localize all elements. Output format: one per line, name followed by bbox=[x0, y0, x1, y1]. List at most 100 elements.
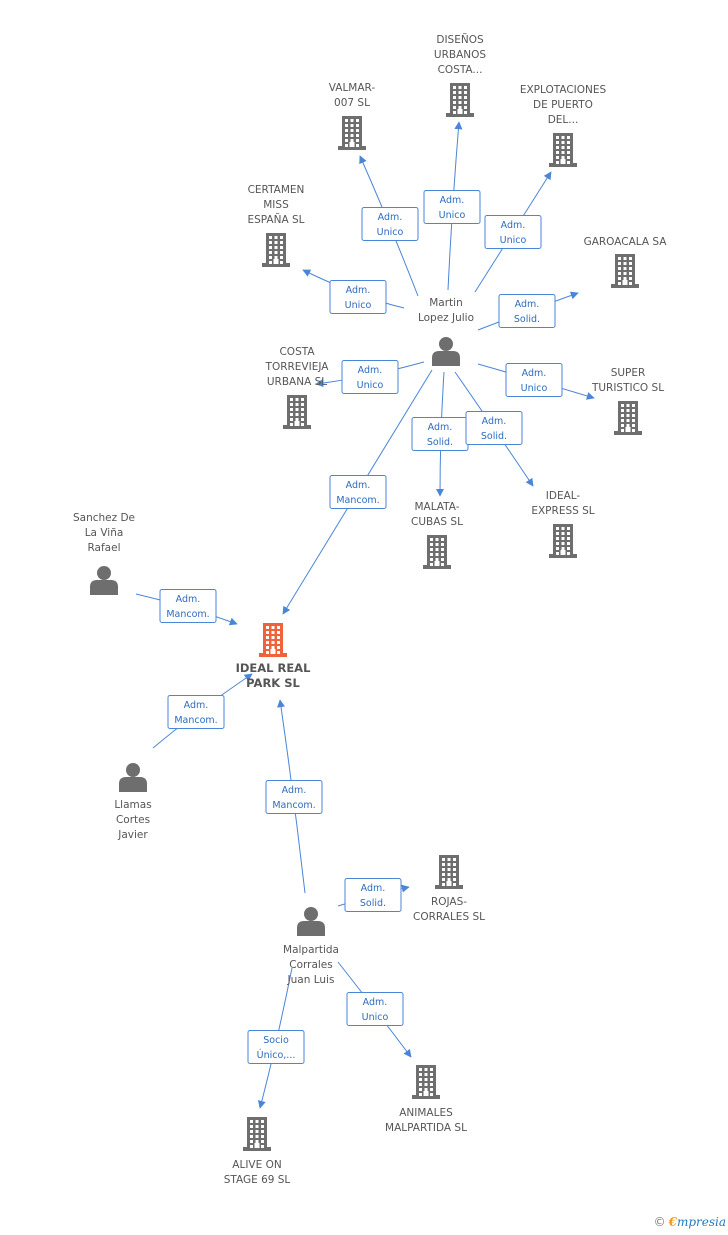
node-label: La Viña bbox=[85, 527, 124, 539]
node-label: COSTA bbox=[279, 346, 315, 358]
node-disenos[interactable]: DISEÑOSURBANOSCOSTA... bbox=[434, 33, 486, 117]
node-label: CUBAS SL bbox=[411, 516, 463, 528]
building-icon bbox=[283, 395, 311, 429]
node-costa_torrevieja[interactable]: COSTA TORREVIEJA URBANA SL bbox=[265, 346, 330, 429]
node-valmar[interactable]: VALMAR- 007 SL bbox=[329, 82, 376, 150]
edge-label-box bbox=[159, 589, 217, 623]
edge-label-malpartida-to-rojas[interactable]: Adm. Solid. bbox=[344, 878, 402, 912]
node-rojas[interactable]: ROJAS-CORRALES SL bbox=[413, 855, 485, 923]
edge-label-text: Adm. bbox=[184, 700, 209, 711]
building-icon bbox=[259, 623, 287, 657]
edge-label-martin-to-costa_torrevieja[interactable]: Adm. Unico bbox=[341, 360, 399, 394]
edge-label-martin-to-malata[interactable]: Adm.Solid. bbox=[411, 417, 469, 451]
node-label: 007 SL bbox=[334, 97, 370, 109]
edge-label-malpartida-to-animales[interactable]: Adm.Unico bbox=[346, 992, 404, 1026]
node-label: Martin bbox=[429, 297, 463, 309]
building-icon bbox=[614, 401, 642, 435]
edge-label-text: Mancom. bbox=[336, 495, 379, 506]
edge-label-martin-to-explotaciones[interactable]: Adm.Unico bbox=[484, 215, 542, 249]
edge-label-malpartida-to-alive[interactable]: SocioÚnico,... bbox=[247, 1030, 305, 1064]
edge-label-text: Adm. bbox=[358, 365, 383, 376]
node-label: Juan Luis bbox=[287, 974, 335, 986]
building-icon bbox=[435, 855, 463, 889]
edge-label-box bbox=[346, 992, 404, 1026]
node-label: CERTAMEN bbox=[248, 184, 305, 196]
edge-label-text: Único,... bbox=[257, 1049, 296, 1061]
edge-label-llamas-to-ideal_real_park[interactable]: Adm. Mancom. bbox=[167, 695, 225, 729]
edge-label-martin-to-certamen[interactable]: Adm.Unico bbox=[329, 280, 387, 314]
edge-label-text: Mancom. bbox=[166, 609, 209, 620]
node-label: COSTA... bbox=[438, 64, 483, 76]
edge-label-text: Solid. bbox=[481, 431, 507, 442]
edge-label-text: Adm. bbox=[515, 299, 540, 310]
node-animales[interactable]: ANIMALES MALPARTIDA SL bbox=[385, 1065, 467, 1134]
edge-label-box bbox=[329, 280, 387, 314]
node-label: ANIMALES bbox=[399, 1107, 453, 1119]
edge-label-martin-to-super_turistico[interactable]: Adm. Unico bbox=[505, 363, 563, 397]
building-icon bbox=[446, 83, 474, 117]
node-label: SUPER bbox=[611, 367, 646, 379]
edge-label-text: Unico bbox=[521, 383, 548, 394]
node-malata[interactable]: MALATA- CUBAS SL bbox=[411, 501, 463, 569]
node-label: ESPAÑA SL bbox=[247, 213, 304, 226]
edge-label-text: Adm. bbox=[522, 368, 547, 379]
building-icon bbox=[549, 133, 577, 167]
node-label: VALMAR- bbox=[329, 82, 376, 94]
node-label: TORREVIEJA bbox=[265, 361, 330, 373]
node-label: MALPARTIDA SL bbox=[385, 1122, 467, 1134]
node-label: Cortes bbox=[116, 814, 150, 826]
edge-label-martin-to-ideal_real_park[interactable]: Adm.Mancom. bbox=[329, 475, 387, 509]
edge-label-text: Solid. bbox=[360, 898, 386, 909]
node-label: Rafael bbox=[87, 542, 120, 554]
node-label: PARK SL bbox=[246, 676, 300, 690]
node-label: DEL... bbox=[548, 114, 579, 126]
node-alive[interactable]: ALIVE ON STAGE 69 SL bbox=[224, 1117, 291, 1186]
building-icon bbox=[549, 524, 577, 558]
node-label: Javier bbox=[117, 829, 148, 841]
edge-label-text: Adm. bbox=[176, 594, 201, 605]
edge-label-martin-to-garoacala[interactable]: Adm.Solid. bbox=[498, 294, 556, 328]
node-ideal_express[interactable]: IDEAL-EXPRESS SL bbox=[531, 490, 595, 558]
edge-label-text: Adm. bbox=[482, 416, 507, 427]
edge-label-text: Mancom. bbox=[174, 715, 217, 726]
building-icon bbox=[412, 1065, 440, 1099]
person-icon bbox=[297, 907, 325, 936]
edge-label-box bbox=[423, 190, 481, 224]
node-super_turistico[interactable]: SUPER TURISTICO SL bbox=[591, 367, 664, 435]
node-label: URBANA SL bbox=[267, 376, 327, 388]
node-label: ROJAS- bbox=[431, 896, 467, 908]
edge-label-martin-to-disenos[interactable]: Adm.Unico bbox=[423, 190, 481, 224]
edge-label-malpartida-to-ideal_real_park[interactable]: Adm.Mancom. bbox=[265, 780, 323, 814]
person-icon bbox=[90, 566, 118, 595]
node-label: Lopez Julio bbox=[418, 312, 474, 324]
node-label: STAGE 69 SL bbox=[224, 1174, 291, 1186]
edge-label-box bbox=[344, 878, 402, 912]
building-icon bbox=[611, 254, 639, 288]
node-label: MALATA- bbox=[414, 501, 459, 513]
edge-label-text: Adm. bbox=[428, 422, 453, 433]
node-label: TURISTICO SL bbox=[591, 382, 664, 394]
brand-initial: € bbox=[668, 1215, 677, 1229]
node-label: EXPRESS SL bbox=[531, 505, 594, 517]
edge-label-text: Adm. bbox=[282, 785, 307, 796]
edge-label-text: Socio bbox=[263, 1035, 289, 1046]
edge-label-text: Adm. bbox=[361, 883, 386, 894]
building-icon bbox=[243, 1117, 271, 1151]
edge-label-text: Adm. bbox=[378, 212, 403, 223]
edge-label-martin-to-ideal_express[interactable]: Adm. Solid. bbox=[465, 411, 523, 445]
edge-label-martin-to-valmar[interactable]: Adm.Unico bbox=[361, 207, 419, 241]
node-label: ALIVE ON bbox=[232, 1159, 281, 1171]
node-label: Corrales bbox=[289, 959, 333, 971]
node-label: EXPLOTACIONES bbox=[520, 84, 607, 96]
edge-label-box bbox=[498, 294, 556, 328]
edge-label-sanchez-to-ideal_real_park[interactable]: Adm. Mancom. bbox=[159, 589, 217, 623]
node-garoacala[interactable]: GAROACALA SA bbox=[584, 236, 668, 288]
edge-label-text: Unico bbox=[357, 380, 384, 391]
